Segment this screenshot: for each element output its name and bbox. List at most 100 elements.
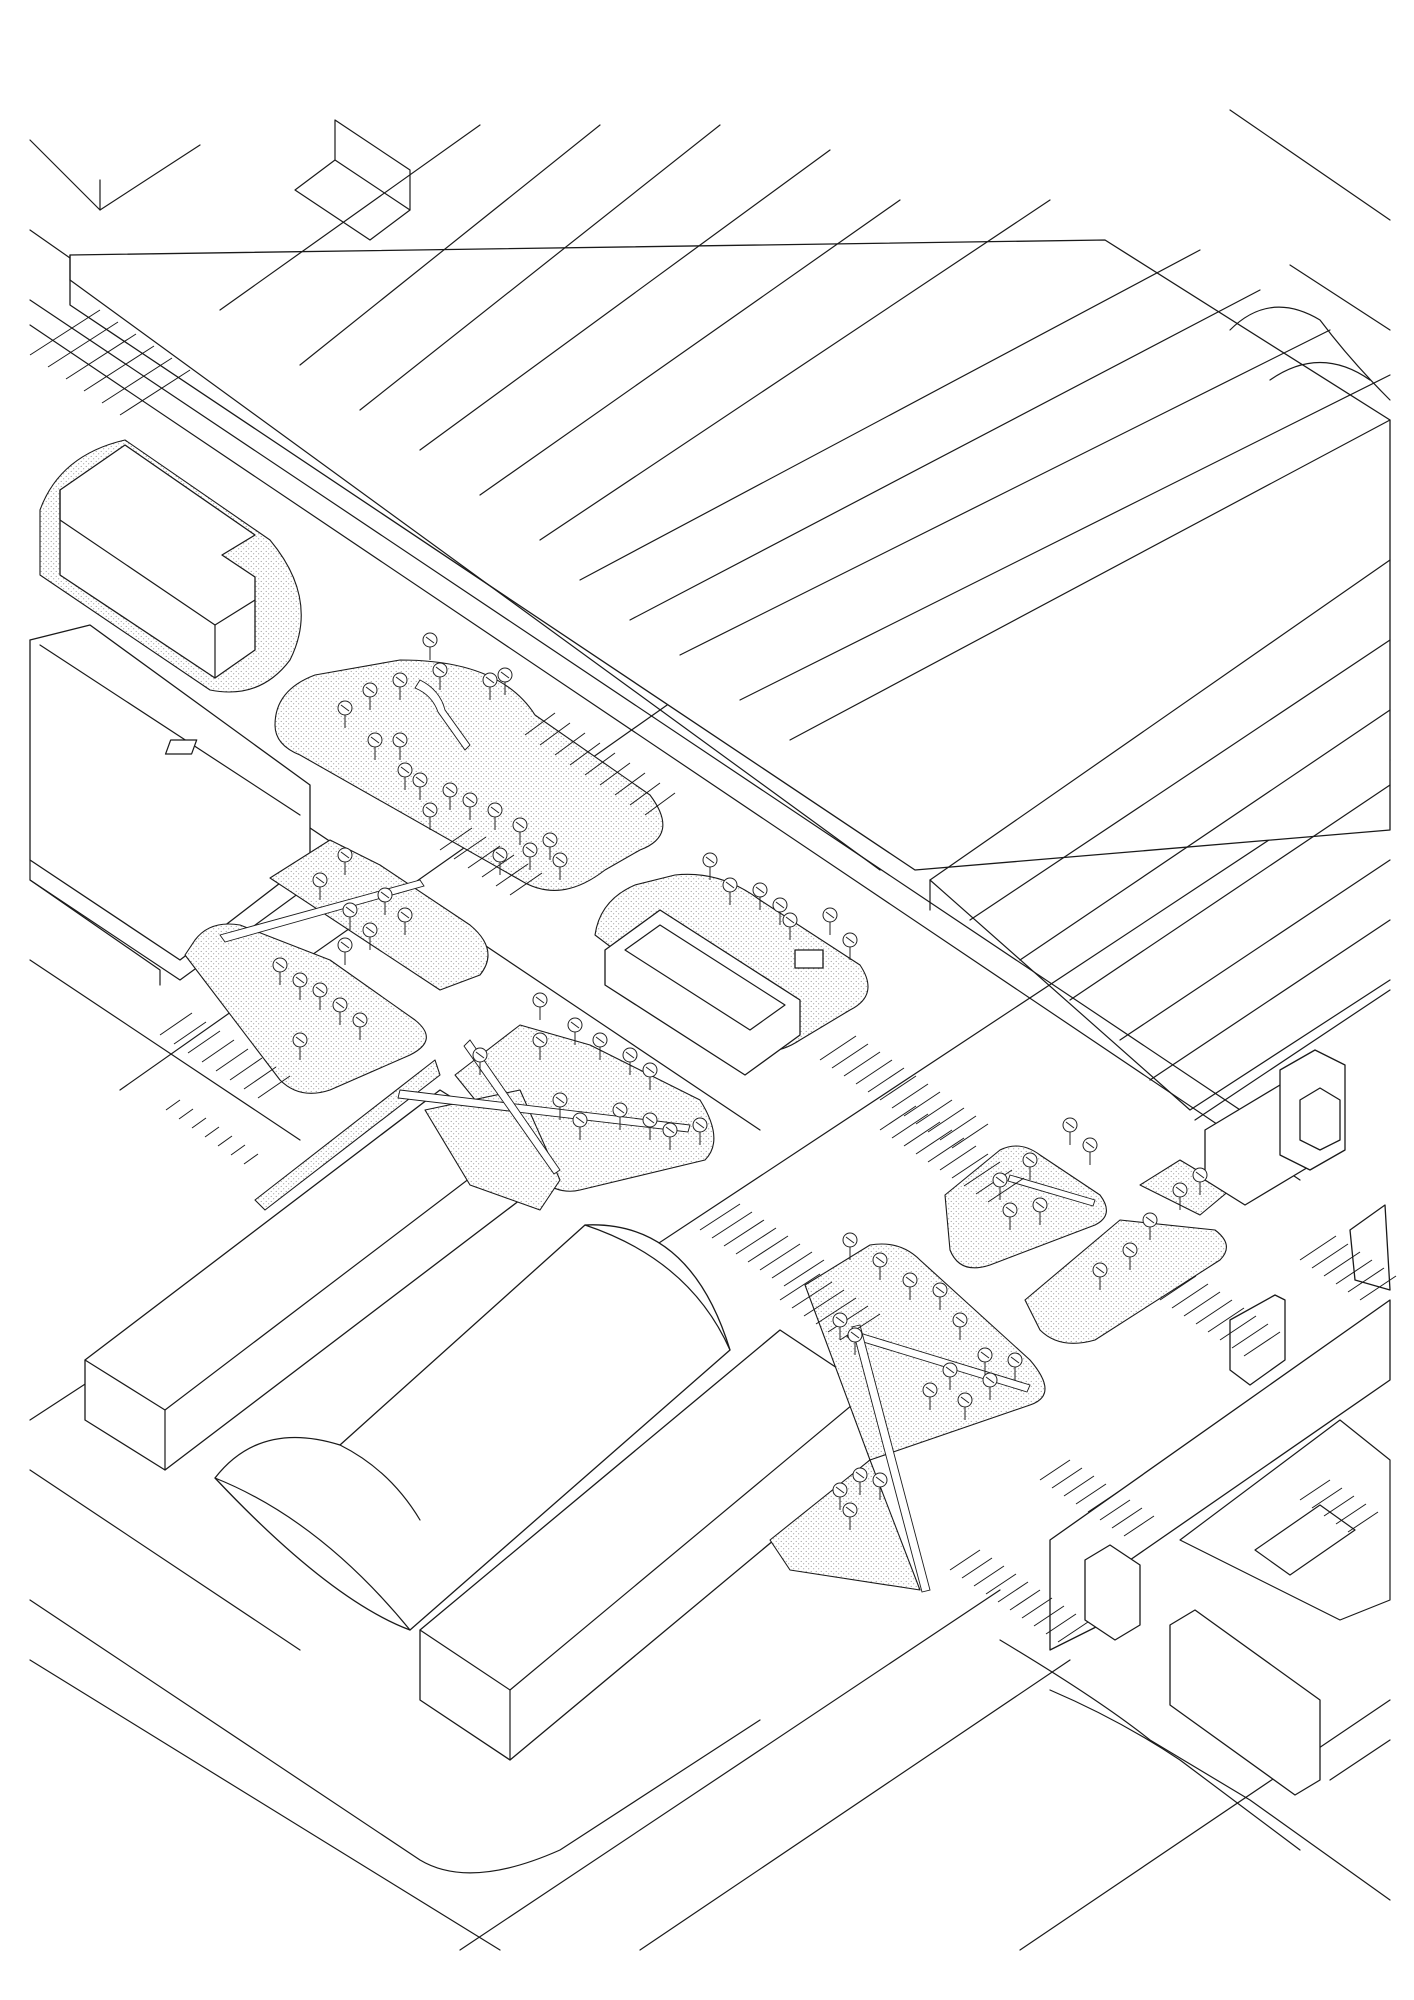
parking-stall-line — [1323, 1251, 1361, 1277]
tree — [312, 872, 328, 900]
plaza-east — [944, 1145, 1231, 1344]
parking-stall-line — [723, 1219, 765, 1247]
parking-stall-line — [524, 712, 556, 736]
parking-stall-line — [439, 827, 473, 851]
parking-stall-line — [1051, 1467, 1083, 1489]
parking-stall-line — [1311, 1487, 1343, 1509]
vaulted-hall — [214, 1224, 871, 1761]
parking-stall-line — [819, 1035, 857, 1061]
tree — [567, 1017, 583, 1045]
plaza-center-small — [594, 873, 869, 1076]
tree — [377, 887, 393, 915]
parking-stall-line — [1299, 1235, 1337, 1261]
parking-stall-line — [961, 1557, 993, 1579]
tree — [472, 1047, 488, 1075]
parking-stalls — [29, 309, 1397, 1643]
parking-stall-line — [201, 1039, 235, 1063]
parking-stall-line — [1063, 1475, 1095, 1497]
tree — [1007, 1352, 1023, 1380]
parking-stall-line — [467, 845, 501, 869]
tree — [872, 1472, 888, 1500]
tree — [1092, 1262, 1108, 1290]
parking-stall-line — [217, 1135, 233, 1147]
parking-stall-line — [599, 762, 631, 786]
parking-stall-line — [815, 1297, 857, 1325]
parking-stall-line — [215, 1048, 249, 1072]
parking-stall-line — [951, 1123, 989, 1149]
parking-stall-line — [1159, 1275, 1197, 1301]
tree — [977, 1347, 993, 1375]
tree — [482, 672, 498, 700]
tree — [952, 1312, 968, 1340]
parking-stall-line — [191, 1117, 207, 1129]
parking-stall-line — [779, 1273, 821, 1301]
tree — [612, 1102, 628, 1130]
parking-stall-line — [539, 722, 571, 746]
parking-stall-line — [1099, 1499, 1131, 1521]
parking-stall-line — [1299, 1479, 1331, 1501]
tree — [957, 1392, 973, 1420]
tree — [782, 912, 798, 940]
parking-stall-line — [839, 1313, 881, 1341]
tree — [842, 1232, 858, 1260]
tree — [1122, 1242, 1138, 1270]
tree — [702, 852, 718, 880]
parking-stall-line — [803, 1289, 845, 1317]
parking-stall-line — [1243, 1331, 1281, 1357]
parking-stall-line — [879, 1075, 917, 1101]
parking-stall-line — [243, 1066, 277, 1090]
tree — [412, 772, 428, 800]
tree — [592, 1032, 608, 1060]
tree — [852, 1467, 868, 1495]
parking-stall-line — [1347, 1267, 1385, 1293]
tree — [512, 817, 528, 845]
tree — [992, 1172, 1008, 1200]
parking-stall-line — [187, 1030, 221, 1054]
parking-stall-line — [1335, 1259, 1373, 1285]
parking-stall-line — [827, 1305, 869, 1333]
parking-stall-line — [495, 863, 529, 887]
tree — [292, 1032, 308, 1060]
parking-stall-line — [735, 1227, 777, 1255]
tree — [532, 1032, 548, 1060]
parking-stall-line — [1075, 1483, 1107, 1505]
tree — [522, 842, 538, 870]
tree — [497, 667, 513, 695]
parking-stall-line — [951, 1153, 989, 1179]
tree — [622, 1047, 638, 1075]
parking-stall-line — [903, 1091, 941, 1117]
tree — [752, 882, 768, 910]
parking-stall-line — [791, 1281, 833, 1309]
parking-stall-line — [1183, 1291, 1221, 1317]
parking-stall-line — [783, 1259, 825, 1287]
parking-stall-line — [903, 1121, 941, 1147]
tree — [292, 972, 308, 1000]
parking-stall-line — [554, 732, 586, 756]
parking-stall-line — [915, 1129, 953, 1155]
parking-stall-line — [453, 836, 487, 860]
tree — [772, 897, 788, 925]
tree — [982, 1372, 998, 1400]
parking-stall-line — [891, 1113, 929, 1139]
parking-stall-line — [1311, 1243, 1349, 1269]
buildings-east — [999, 1049, 1391, 1901]
parking-stall-line — [229, 1057, 263, 1081]
parking-stall-line — [1009, 1589, 1041, 1611]
tree — [337, 937, 353, 965]
tree — [397, 762, 413, 790]
trees — [272, 632, 1208, 1530]
tree — [392, 672, 408, 700]
tree — [1192, 1167, 1208, 1195]
parking-stall-line — [747, 1235, 789, 1263]
tree — [312, 982, 328, 1010]
parking-stall-line — [1207, 1307, 1245, 1333]
parking-stall-line — [1231, 1323, 1269, 1349]
tree — [432, 662, 448, 690]
tree — [842, 932, 858, 960]
parking-stall-line — [1057, 1621, 1089, 1643]
tree — [337, 847, 353, 875]
tree — [342, 902, 358, 930]
plaza-north — [164, 659, 664, 891]
tree — [1082, 1137, 1098, 1165]
parking-stall-line — [65, 333, 137, 380]
